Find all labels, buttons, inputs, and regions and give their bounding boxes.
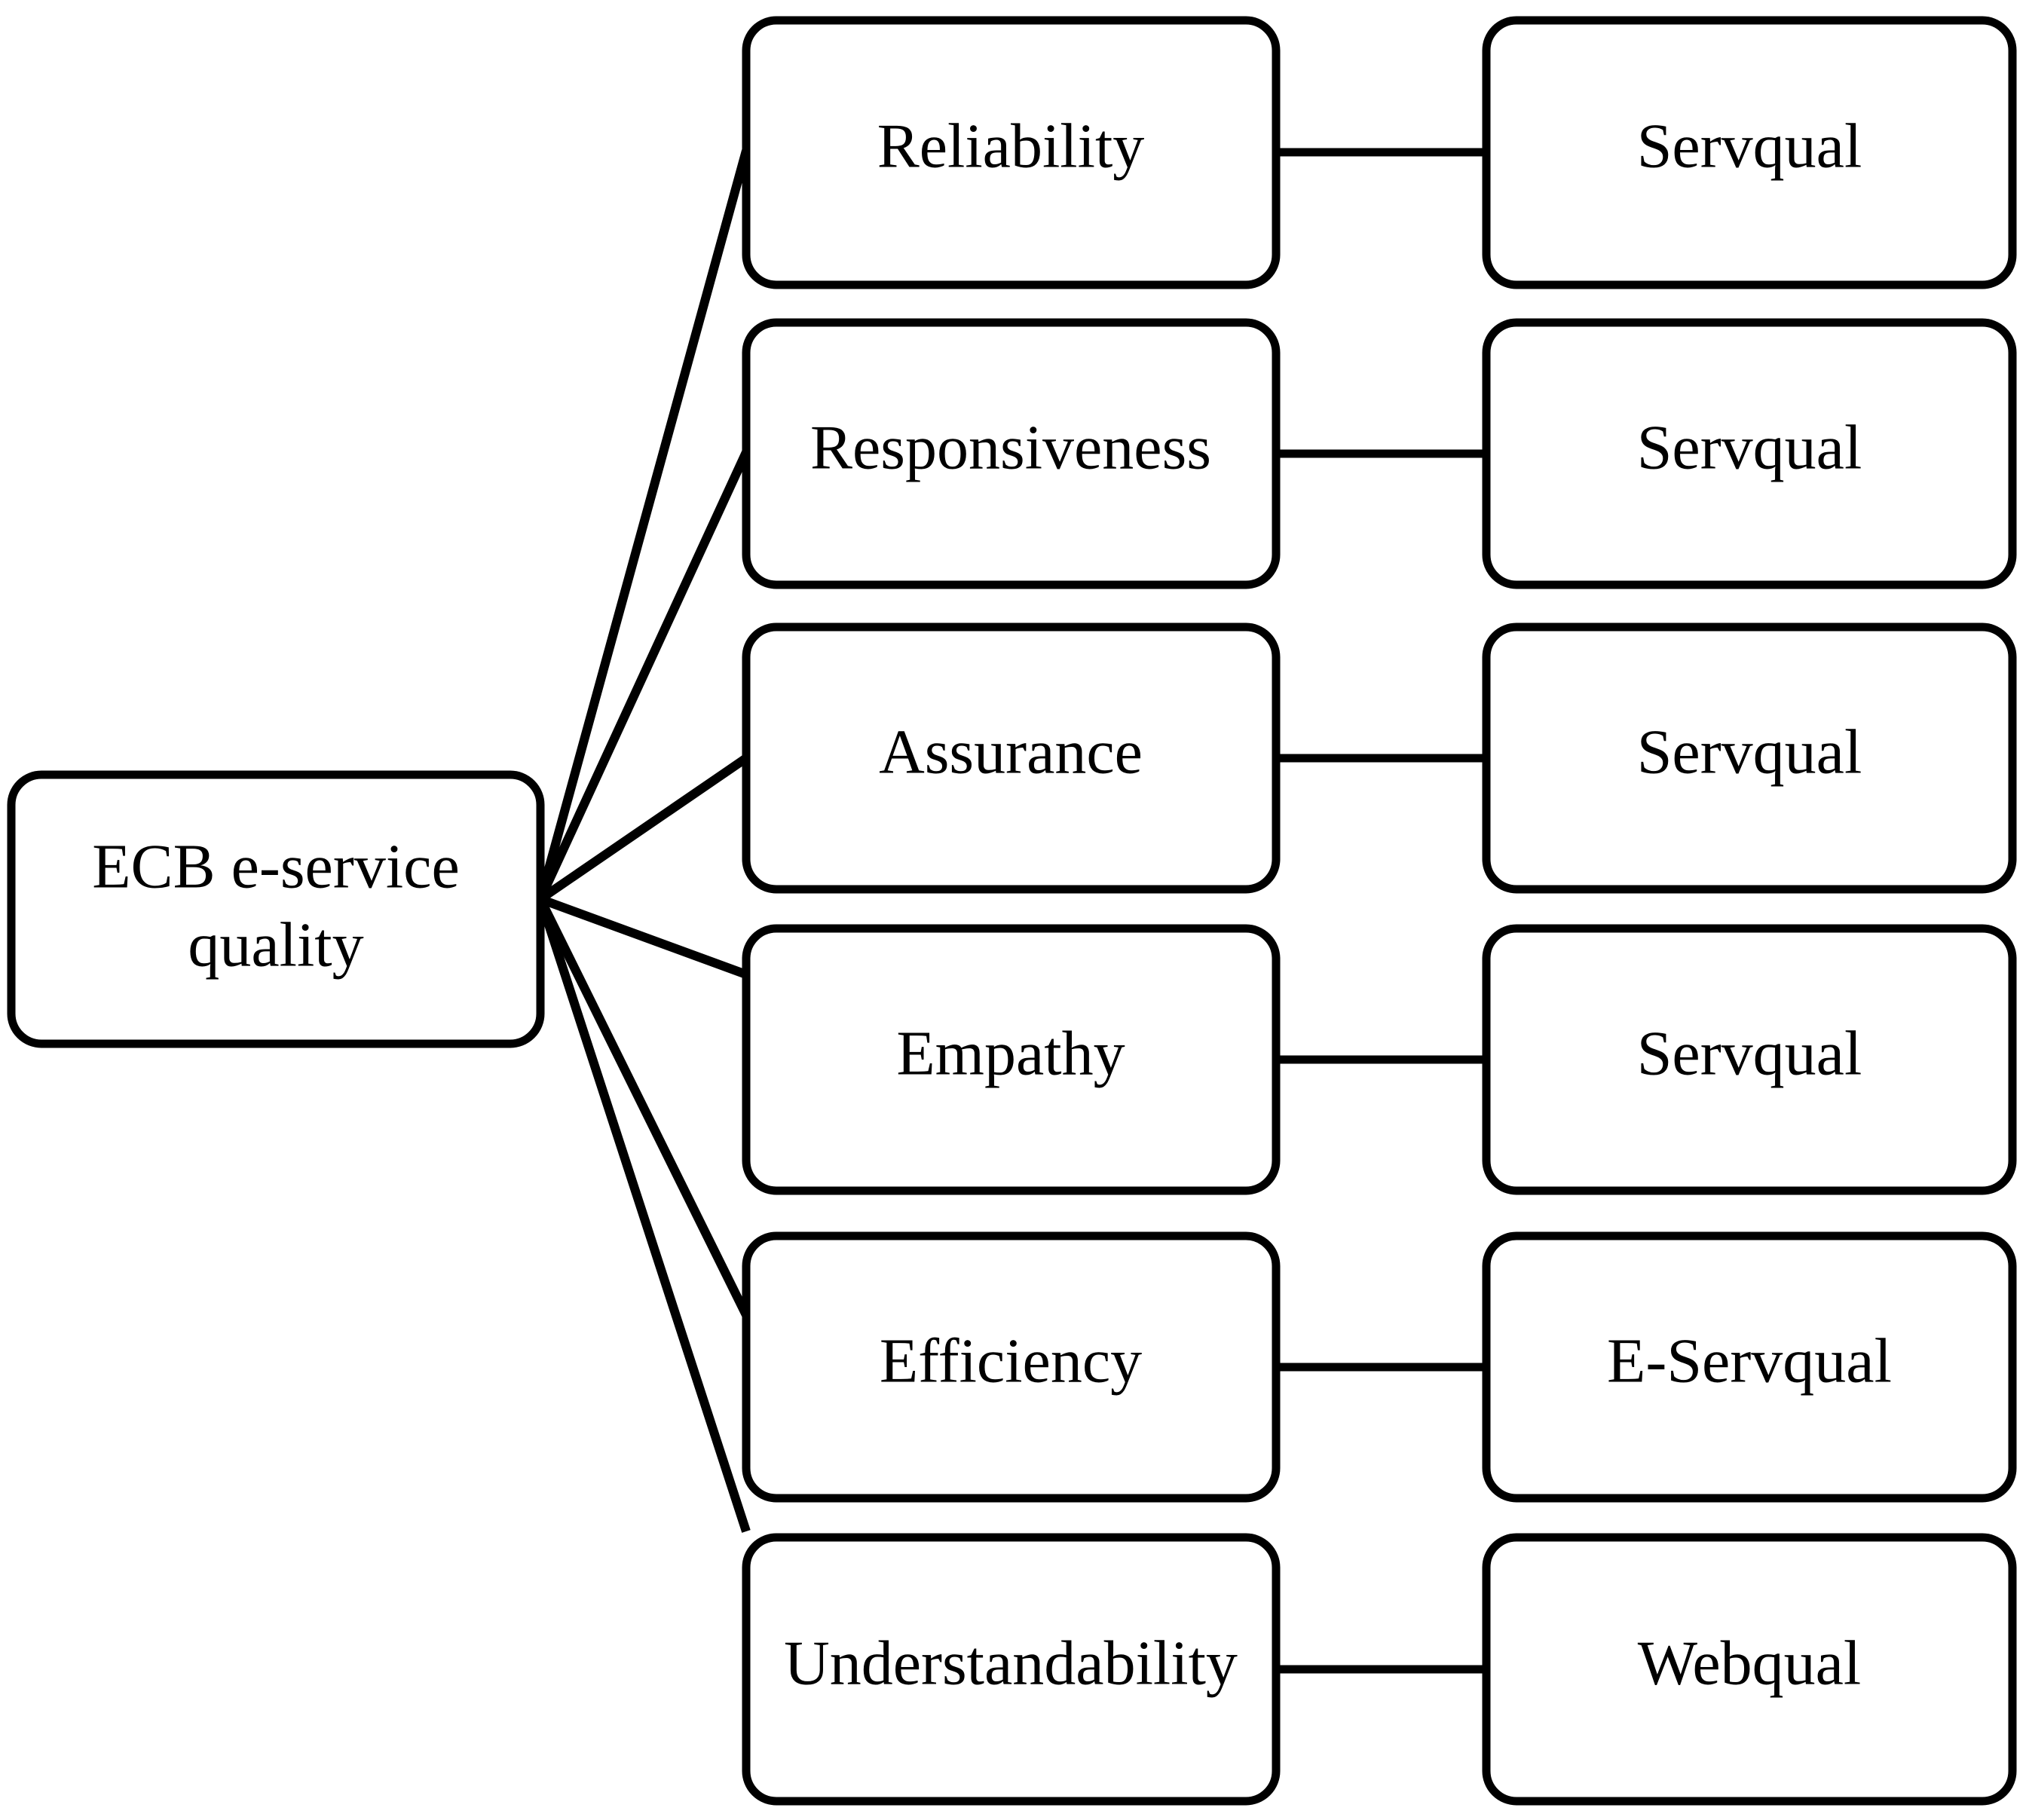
model-label: Servqual [1637,1018,1862,1088]
node-model-servqual-3[interactable]: Servqual [1482,622,2017,894]
dimension-box-shape [742,924,1281,1195]
node-dimension-assurance[interactable]: Assurance [742,622,1281,894]
model-box-shape [1482,1533,2017,1806]
node-dimension-understandability[interactable]: Understandability [742,1533,1281,1806]
model-column: Servqual Servqual Servqual Servqual E-Se… [1482,16,2017,1806]
model-box-shape [1482,924,2017,1195]
node-root-ecb-e-service-quality[interactable]: ECB e-service quality [7,770,545,1048]
model-box-shape [1482,1231,2017,1503]
model-label: Servqual [1637,412,1862,482]
root-label-line-2: quality [188,910,363,980]
row-connector-group [1276,148,1486,1674]
dimension-column: Reliability Responsiveness Assurance Emp… [742,16,1281,1806]
dimension-box-shape [742,318,1281,589]
model-label: E-Servqual [1607,1326,1892,1396]
model-box-shape [1482,16,2017,289]
node-model-servqual-2[interactable]: Servqual [1482,318,2017,589]
fan-line-1 [536,149,751,901]
dimension-label: Responsiveness [810,412,1211,482]
node-dimension-efficiency[interactable]: Efficiency [742,1231,1281,1503]
fan-connector-group [536,149,751,1533]
node-model-e-servqual[interactable]: E-Servqual [1482,1231,2017,1503]
node-model-servqual-1[interactable]: Servqual [1482,16,2017,289]
node-model-webqual[interactable]: Webqual [1482,1533,2017,1806]
fan-line-2 [536,450,751,901]
model-label: Servqual [1637,111,1862,181]
node-dimension-responsiveness[interactable]: Responsiveness [742,318,1281,589]
model-box-shape [1482,622,2017,894]
fan-line-4 [538,895,748,979]
dimension-label: Understandability [784,1628,1238,1698]
dimension-label: Efficiency [880,1326,1142,1396]
fan-line-6 [536,898,751,1533]
model-label: Servqual [1637,717,1862,787]
model-box-shape [1482,318,2017,589]
model-label: Webqual [1638,1628,1861,1698]
dimension-box-shape [742,1533,1281,1806]
node-model-servqual-4[interactable]: Servqual [1482,924,2017,1195]
node-dimension-reliability[interactable]: Reliability [742,16,1281,289]
dimension-label: Assurance [879,717,1143,787]
root-label-line-1: ECB e-service [92,831,459,901]
dimension-box-shape [742,16,1281,289]
dimension-box-shape [742,622,1281,894]
fan-line-5 [536,897,751,1317]
root-box-shape [7,770,545,1048]
node-dimension-empathy[interactable]: Empathy [742,924,1281,1195]
dimension-box-shape [742,1231,1281,1503]
fan-line-3 [537,754,749,903]
dimension-label: Reliability [877,111,1145,181]
dimension-label: Empathy [896,1018,1125,1088]
